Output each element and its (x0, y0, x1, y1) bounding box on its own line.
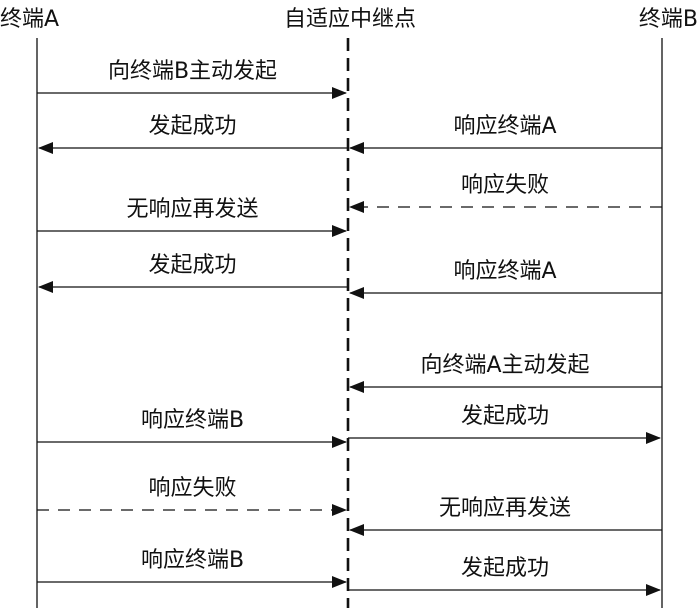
message-label: 响应失败 (148, 476, 236, 501)
message-label: 发起成功 (461, 556, 549, 581)
message-list: 向终端B主动发起发起成功响应终端A响应失败无响应再发送发起成功响应终端A向终端A… (37, 59, 662, 596)
message-label: 向终端B主动发起 (108, 59, 277, 84)
message-label: 无响应再发送 (439, 496, 571, 521)
message-label: 发起成功 (148, 114, 236, 139)
message-label: 发起成功 (148, 253, 236, 278)
participant-terminal-a-label: 终端A (0, 7, 59, 32)
message-label: 响应终端A (453, 114, 556, 139)
message-label: 无响应再发送 (126, 197, 258, 222)
message-label: 响应失败 (461, 173, 549, 198)
message-label: 响应终端B (141, 408, 244, 433)
participant-terminal-b-label: 终端B (639, 7, 698, 32)
participant-relay-label: 自适应中继点 (284, 7, 416, 32)
message-label: 响应终端A (453, 259, 556, 284)
message-label: 响应终端B (141, 548, 244, 573)
message-label: 发起成功 (461, 404, 549, 429)
message-label: 向终端A主动发起 (420, 353, 589, 378)
